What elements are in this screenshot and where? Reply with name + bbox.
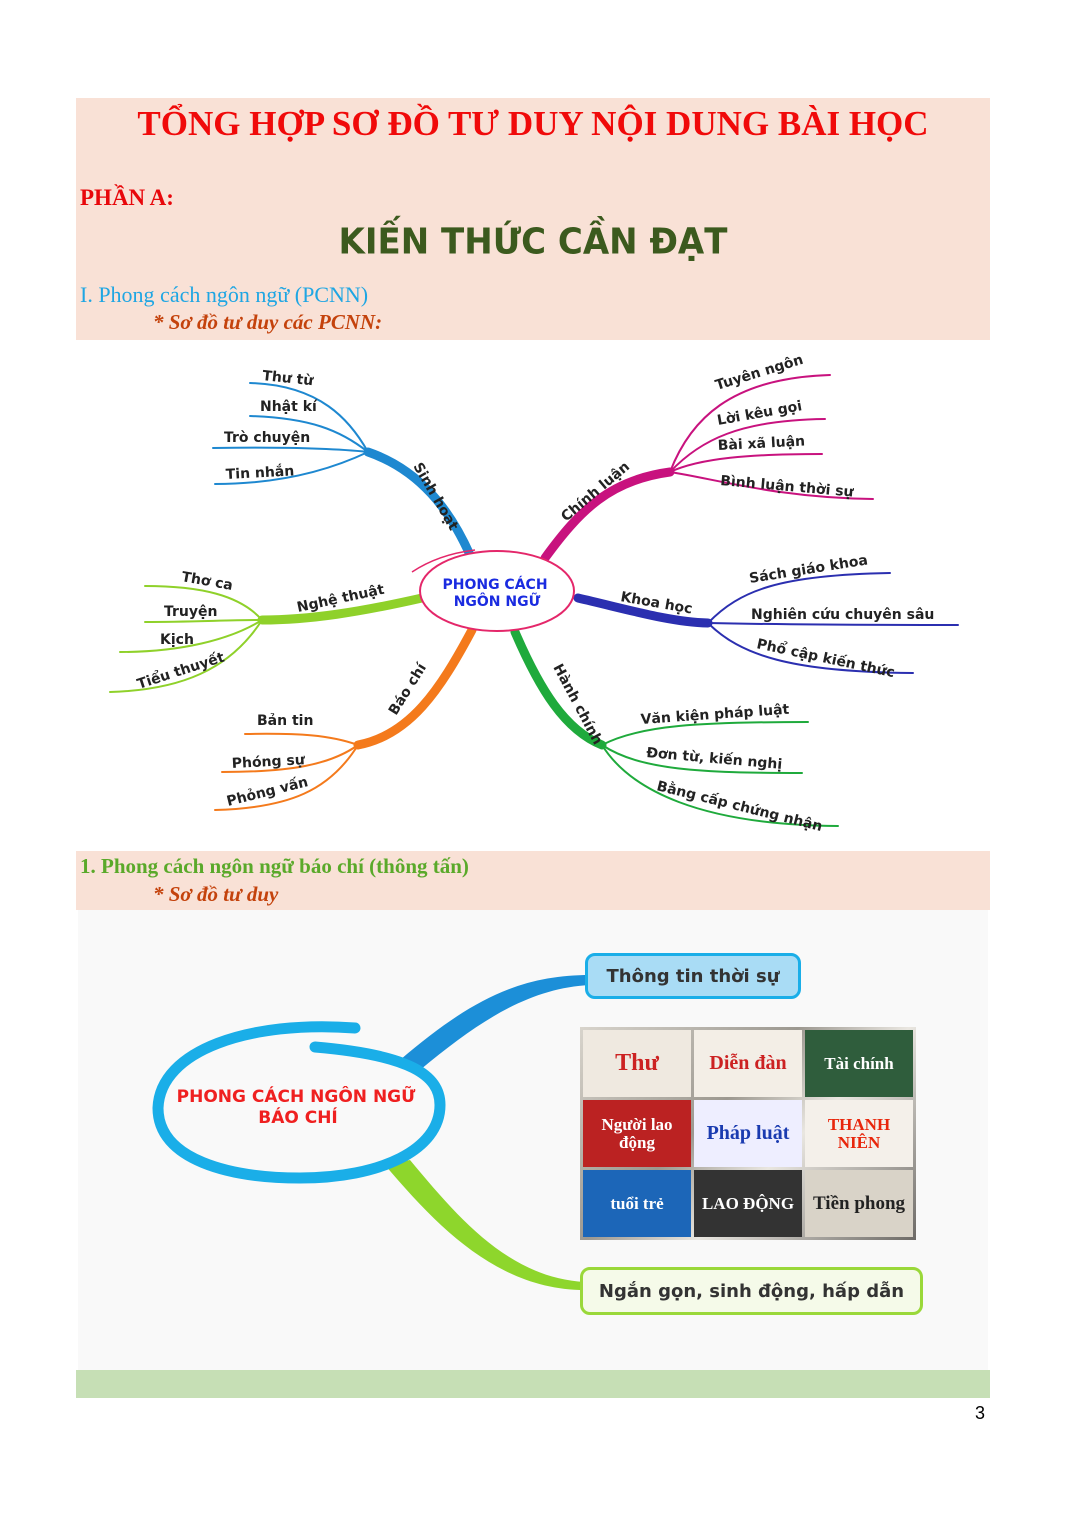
leaf-label: Nhật kí (260, 399, 318, 415)
leaf-label: Bằng cấp chứng nhận (655, 777, 824, 835)
footer-bar (76, 1370, 990, 1398)
newspaper-logo: LAO ĐỘNG (694, 1170, 802, 1237)
leaf-label: Bài xã luận (717, 433, 805, 454)
leaf-label: Phổ cập kiến thức (755, 635, 896, 681)
branch-bottom (385, 1160, 585, 1290)
leaf-label: Trò chuyện (224, 430, 310, 446)
info-box-traits: Ngắn gọn, sinh động, hấp dẫn (580, 1267, 923, 1315)
pcnn-mindmap: PHONG CÁCH NGÔN NGỮ Sinh hoạt Thư từ Nhậ… (109, 352, 959, 835)
center-node: PHONG CÁCH NGÔN NGỮ (411, 549, 575, 632)
leaf-label: Tiểu thuyết (135, 649, 227, 693)
center-label-line1: PHONG CÁCH NGÔN NGỮ (177, 1084, 416, 1107)
leaf-label: Đơn từ, kiến nghị (646, 744, 783, 773)
leaf-label: Thơ ca (180, 569, 234, 594)
section1-subheading: * Sơ đồ tư duy các PCNN: (153, 310, 383, 334)
leaf-label: Kịch (160, 632, 194, 648)
branch-chinh-luan (540, 374, 874, 563)
page-title: TỔNG HỢP SƠ ĐỒ TƯ DUY NỘI DUNG BÀI HỌC (137, 104, 929, 143)
section2-band (76, 851, 990, 910)
page-number: 3 (975, 1403, 986, 1423)
branch-bao-chi (214, 625, 477, 811)
center-ellipse (152, 1021, 446, 1184)
leaf-label: Thư từ (262, 368, 315, 389)
info-box-news: Thông tin thời sự (585, 953, 801, 999)
newspaper-logo: tuổi trẻ (583, 1170, 691, 1237)
section1-heading: I. Phong cách ngôn ngữ (PCNN) (80, 282, 369, 307)
info-box-label: Thông tin thời sự (606, 965, 780, 987)
leaf-label: Sách giáo khoa (748, 552, 869, 587)
newspaper-logo: Pháp luật (694, 1100, 802, 1167)
newspapers-image: Thư Diễn đàn Tài chính Người lao động Ph… (580, 1027, 916, 1240)
branch-label: Chính luận (558, 459, 633, 525)
center-label-line1: PHONG CÁCH (442, 576, 547, 593)
branch-sinh-hoat (212, 382, 475, 560)
branch-label: Sinh hoạt (410, 460, 462, 534)
header-band (76, 98, 990, 340)
branch-nghe-thuat (109, 585, 427, 693)
info-box-label: Ngắn gọn, sinh động, hấp dẫn (598, 1280, 905, 1302)
section-title: KIẾN THỨC CẦN ĐẠT (338, 221, 728, 263)
center-label-line2: NGÔN NGỮ (454, 592, 541, 610)
leaf-label: Tin nhắn (225, 462, 294, 483)
branch-top (400, 975, 590, 1070)
newspaper-logo: Người lao động (583, 1100, 691, 1167)
newspaper-logo: Tiền phong (805, 1170, 913, 1237)
branch-hanh-chinh (510, 627, 839, 827)
leaf-label: Truyện (164, 604, 217, 620)
section2-subheading: * Sơ đồ tư duy (153, 882, 279, 906)
newspaper-logo: Diễn đàn (694, 1030, 802, 1097)
leaf-label: Bản tin (257, 713, 313, 729)
center-label-line2: BÁO CHÍ (258, 1106, 338, 1128)
newspaper-logo: Tài chính (805, 1030, 913, 1097)
leaf-label: Tuyên ngôn (713, 352, 805, 394)
newspaper-logo: THANH NIÊN (805, 1100, 913, 1167)
part-label: PHẦN A: (80, 185, 174, 210)
newspaper-logo: Thư (583, 1030, 691, 1097)
branch-khoa-hoc (573, 572, 959, 674)
leaf-label: Phóng sự (231, 752, 306, 772)
press-mindmap: PHONG CÁCH NGÔN NGỮ BÁO CHÍ (152, 975, 590, 1290)
section2-heading: 1. Phong cách ngôn ngữ báo chí (thông tấ… (80, 854, 469, 878)
leaf-label: Bình luận thời sự (720, 473, 855, 501)
leaf-label: Nghiên cứu chuyên sâu (751, 607, 934, 623)
